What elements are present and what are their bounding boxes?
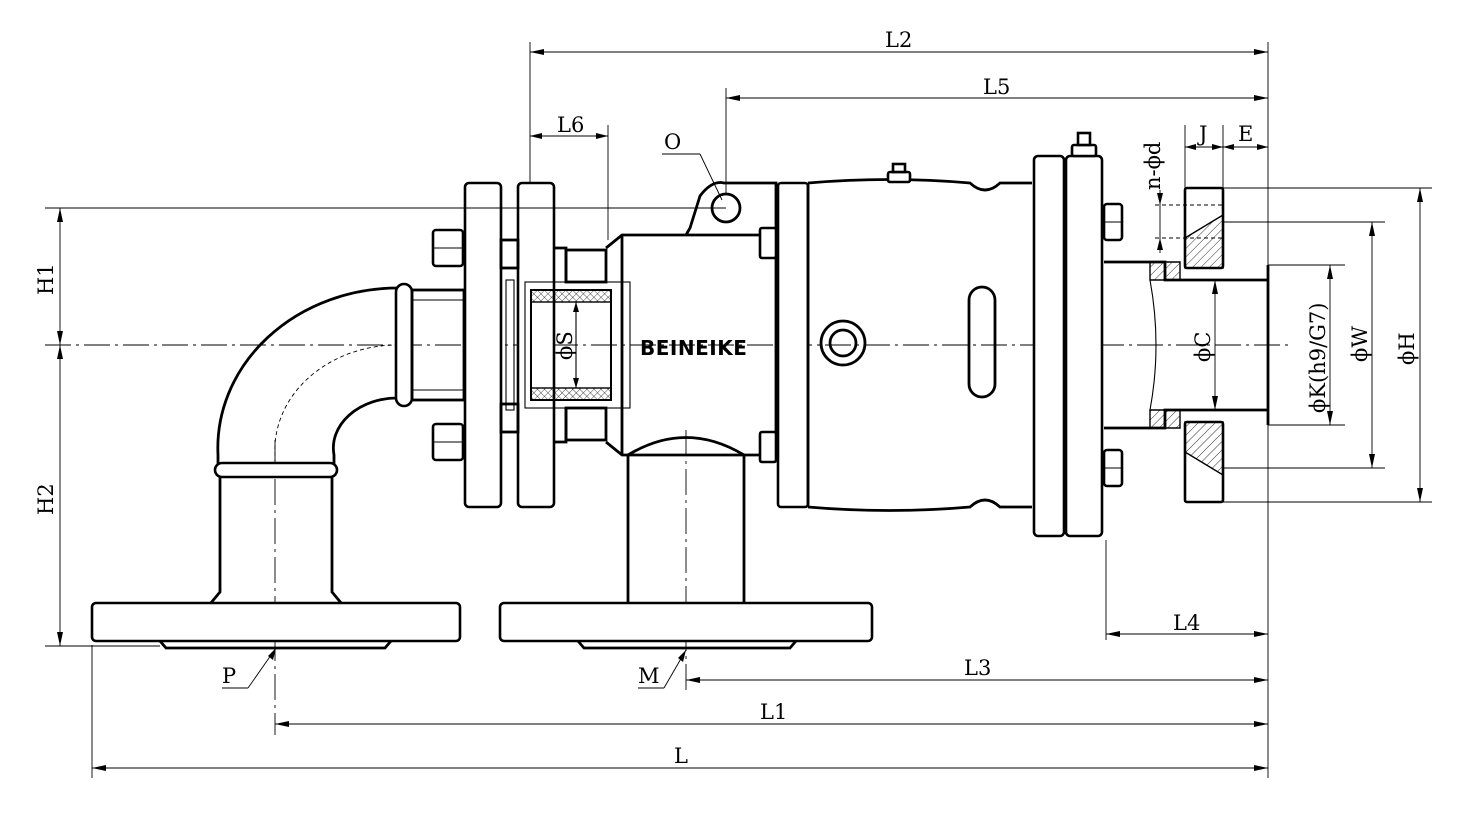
- dim-L5-label: L5: [983, 75, 1010, 99]
- base-flange-left: [90, 601, 462, 650]
- elbow-pipe: [207, 282, 466, 606]
- outlet-nipple: [1104, 186, 1270, 504]
- dim-E-label: E: [1238, 122, 1253, 146]
- dim-nd-label: n-ϕd: [1141, 142, 1165, 190]
- flange-pair: [431, 181, 556, 509]
- dim-C-label: ϕC: [1191, 332, 1215, 362]
- dim-L3-label: L3: [964, 656, 991, 680]
- rotating-body: [776, 131, 1124, 538]
- dim-O-label: O: [664, 130, 681, 154]
- dim-S-label: ϕS: [553, 331, 577, 360]
- base-flange-middle: [498, 436, 874, 650]
- dim-H2-label: H2: [34, 483, 58, 515]
- dim-L6-label: L6: [557, 113, 584, 137]
- brand-label: BEINEIKE: [640, 336, 747, 360]
- dim-H-label: ϕH: [1395, 332, 1419, 365]
- dim-L1-label: L1: [760, 700, 787, 724]
- dim-H1-label: H1: [34, 263, 58, 295]
- dim-M-label: M: [638, 664, 660, 688]
- dimensions: L2 L5 L6 O H1 H2 P M: [34, 28, 1432, 778]
- dim-W-label: ϕW: [1348, 326, 1372, 362]
- dim-P-label: P: [222, 664, 236, 688]
- dim-L2-label: L2: [885, 28, 912, 52]
- main-housing: BEINEIKE: [605, 181, 778, 464]
- dim-L-label: L: [674, 744, 688, 768]
- dim-K-label: ϕK(h9/G7): [1306, 303, 1330, 414]
- dim-L4-label: L4: [1173, 611, 1200, 635]
- dim-J-label: J: [1197, 122, 1207, 146]
- seal-section: ϕS: [524, 246, 631, 444]
